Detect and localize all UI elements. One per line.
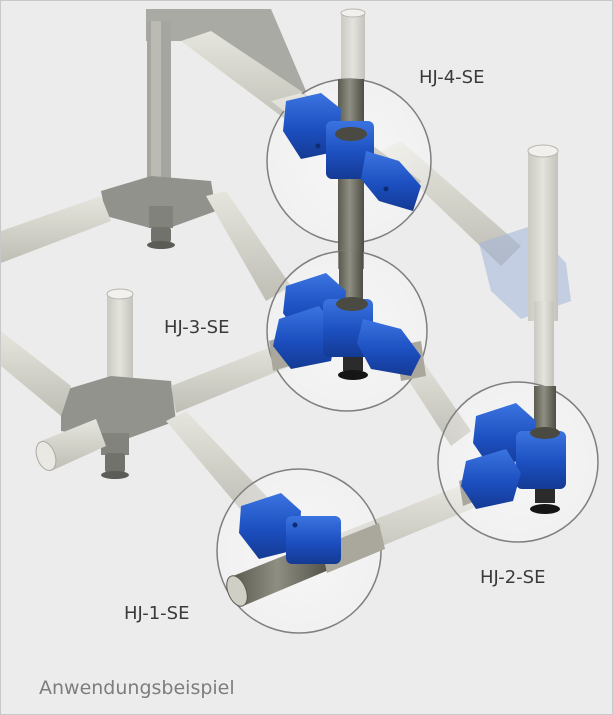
caption-application-example: Anwendungsbeispiel (39, 677, 235, 699)
magnifier-hj4 (266, 78, 432, 269)
label-hj3: HJ-3-SE (164, 317, 230, 338)
magnifier-hj1 (216, 468, 385, 634)
magnifier-hj3 (266, 250, 428, 412)
magnifier-hj2 (437, 381, 599, 543)
label-hj2: HJ-2-SE (480, 567, 546, 588)
label-hj4: HJ-4-SE (419, 67, 485, 88)
label-hj1: HJ-1-SE (124, 603, 190, 624)
